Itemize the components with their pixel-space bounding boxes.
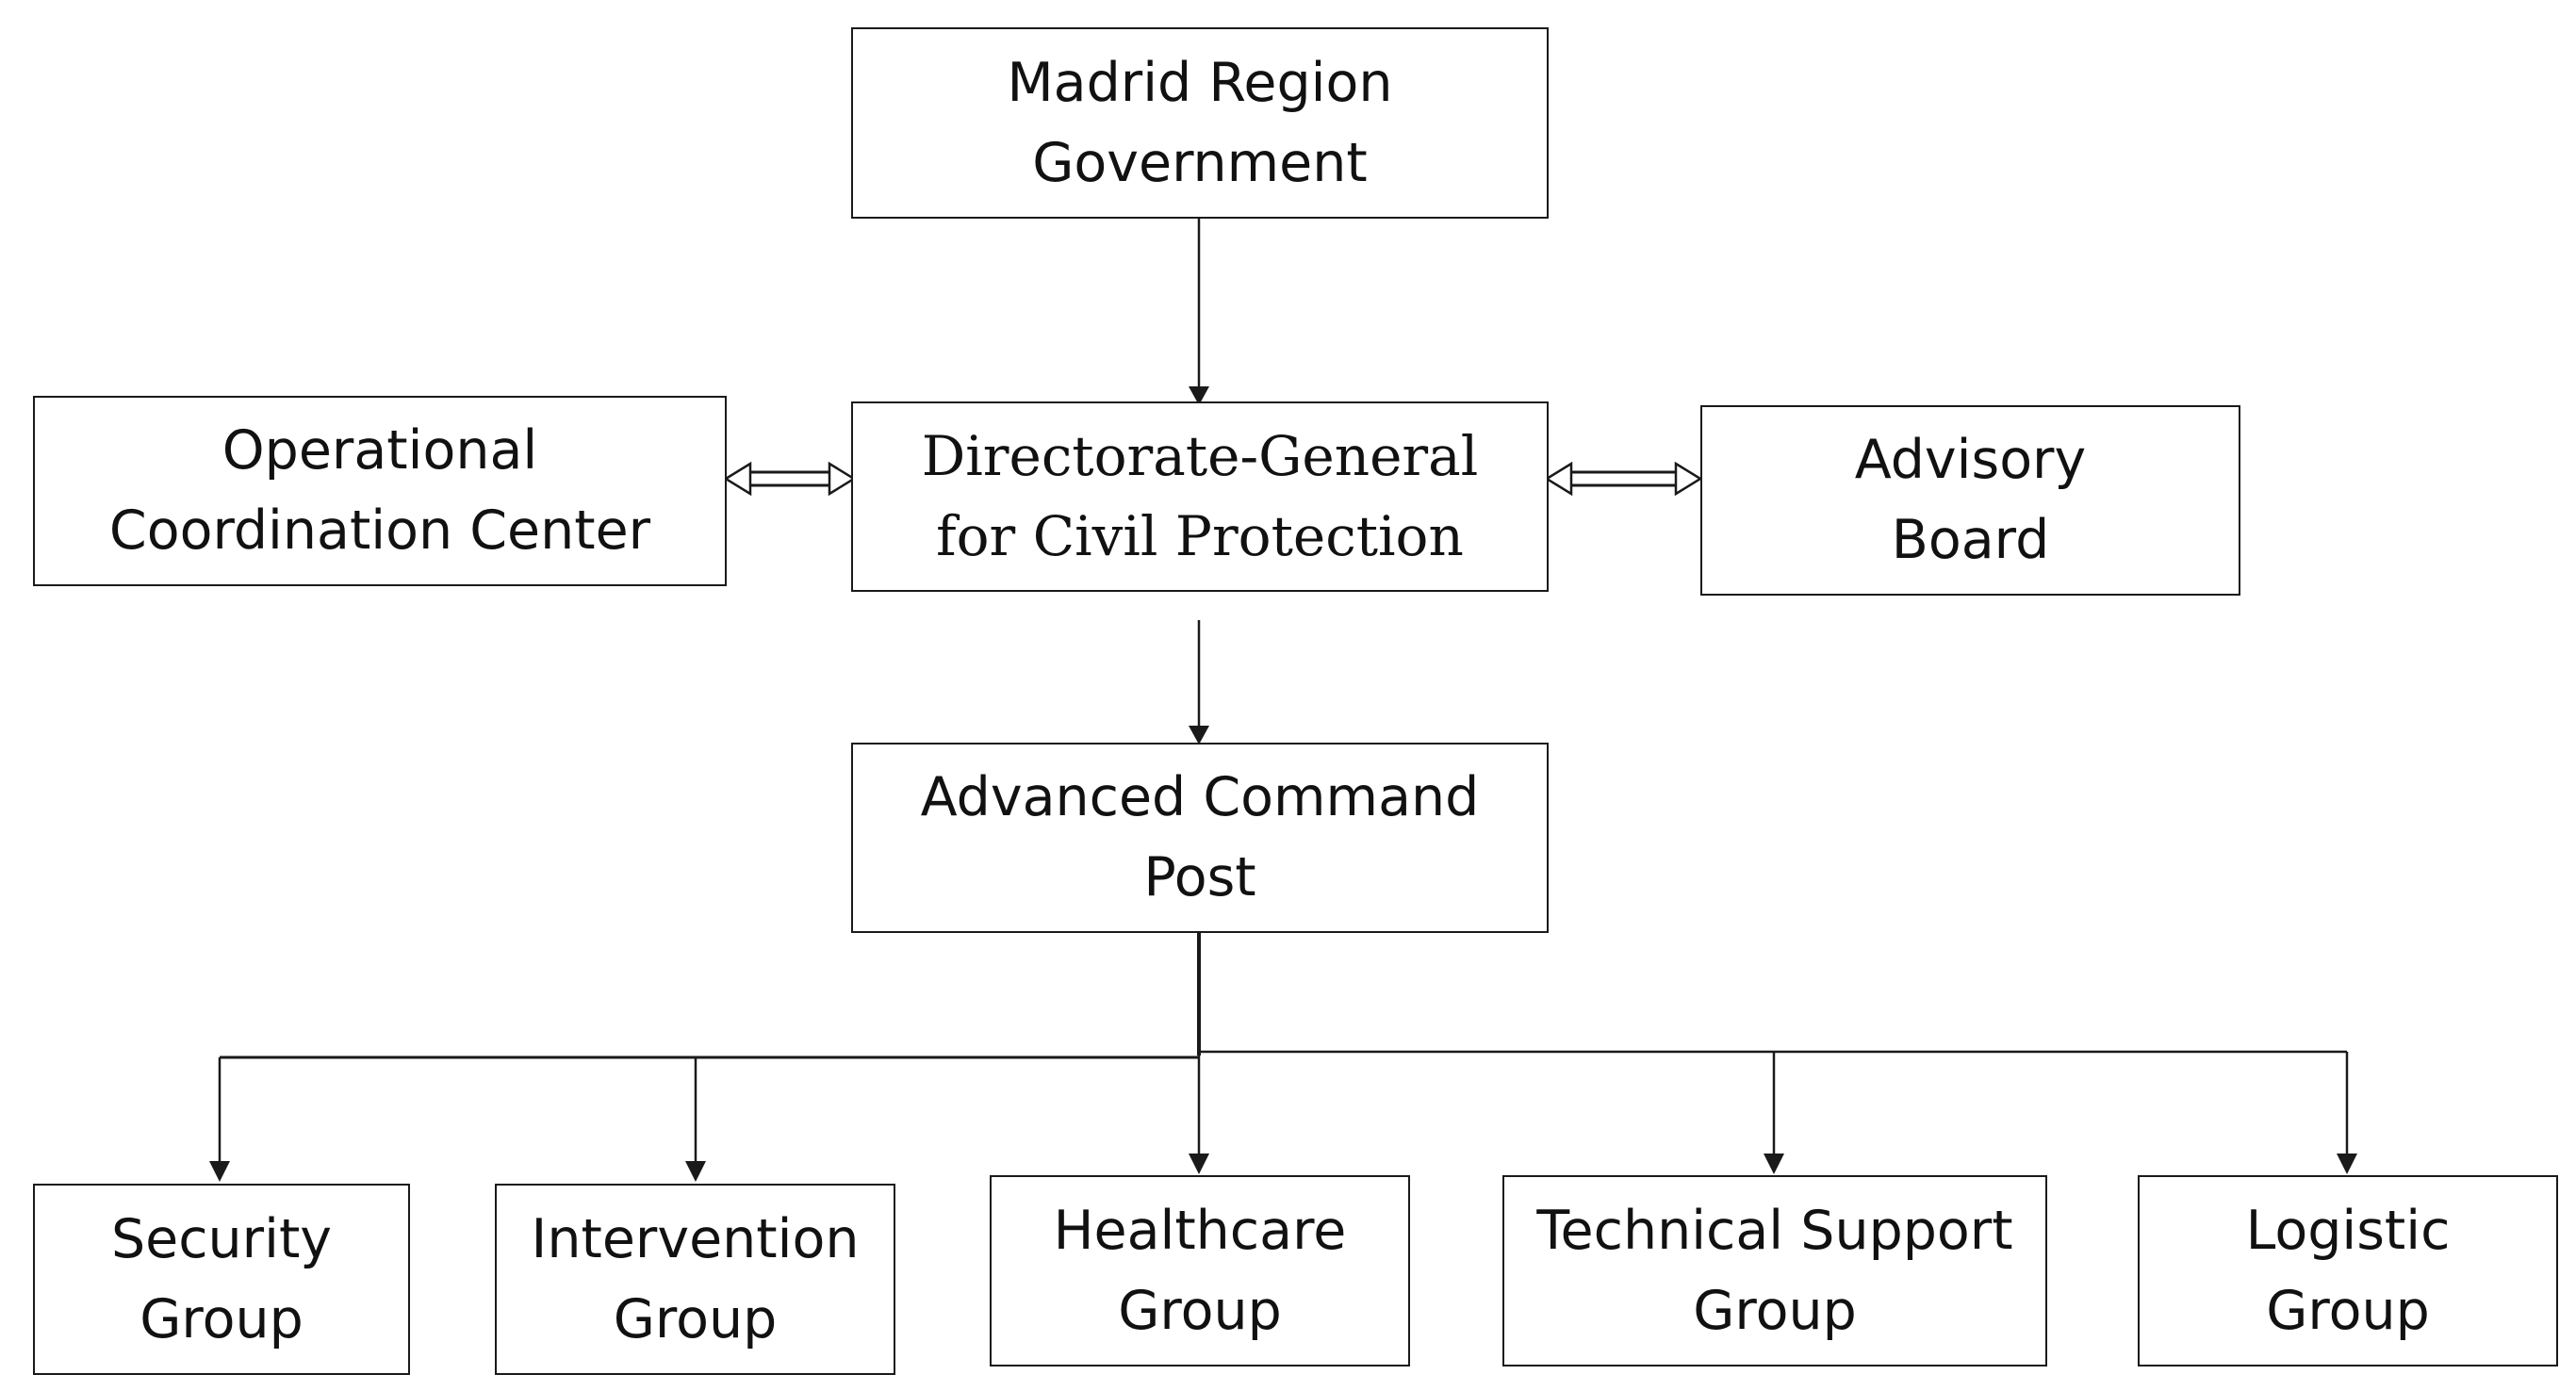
logistic-group-box: Logistic Group [2138, 1175, 2558, 1366]
security-group-box: Security Group [33, 1184, 410, 1375]
madrid-region-government-line2: Government [1032, 131, 1368, 194]
directorate-general-civil-protection-line1: Directorate-General [921, 424, 1479, 488]
directorate-general-civil-protection-box: Directorate-General for Civil Protection [851, 401, 1549, 592]
directorate-general-civil-protection-line2: for Civil Protection [936, 504, 1464, 568]
security-group-line1: Security [110, 1207, 333, 1270]
operational-coordination-center-line2: Coordination Center [108, 499, 651, 562]
logistic-group-line1: Logistic [2245, 1199, 2451, 1262]
healthcare-group-line2: Group [1118, 1279, 1282, 1342]
intervention-group-box: Intervention Group [495, 1184, 895, 1375]
operational-coordination-center-line1: Operational [222, 419, 538, 482]
technical-support-group-line2: Group [1693, 1279, 1857, 1342]
arrow-to-security-group [209, 1057, 230, 1182]
healthcare-group-line1: Healthcare [1053, 1199, 1347, 1262]
arrow-to-intervention-group [685, 1057, 706, 1182]
arrow-government-to-directorate [1189, 219, 1209, 405]
advisory-board-line2: Board [1891, 509, 2050, 571]
arrow-to-healthcare-group [1189, 1056, 1209, 1174]
technical-support-group-line1: Technical Support [1536, 1199, 2013, 1262]
double-arrow-directorate-advisory-board [1544, 461, 1703, 497]
arrow-to-technical-support-group [1764, 1052, 1784, 1174]
advisory-board-box: Advisory Board [1700, 405, 2240, 596]
madrid-region-government-box: Madrid Region Government [851, 27, 1549, 219]
healthcare-group-box: Healthcare Group [990, 1175, 1410, 1366]
advisory-board-line1: Advisory [1854, 429, 2087, 491]
technical-support-group-box: Technical Support Group [1502, 1175, 2047, 1366]
advanced-command-post-line1: Advanced Command [920, 766, 1480, 828]
intervention-group-line1: Intervention [531, 1207, 860, 1270]
advanced-command-post-line2: Post [1143, 846, 1256, 908]
security-group-line2: Group [139, 1287, 304, 1350]
logistic-group-line2: Group [2266, 1279, 2430, 1342]
arrow-directorate-to-command-post [1189, 620, 1209, 745]
advanced-command-post-box: Advanced Command Post [851, 743, 1549, 933]
branch-command-post-to-groups [220, 931, 2347, 1059]
arrow-to-logistic-group [2337, 1052, 2357, 1174]
operational-coordination-center-box: Operational Coordination Center [33, 396, 727, 586]
intervention-group-line2: Group [613, 1287, 778, 1350]
double-arrow-directorate-operational-center [723, 461, 857, 497]
madrid-region-government-line1: Madrid Region [1007, 51, 1393, 114]
